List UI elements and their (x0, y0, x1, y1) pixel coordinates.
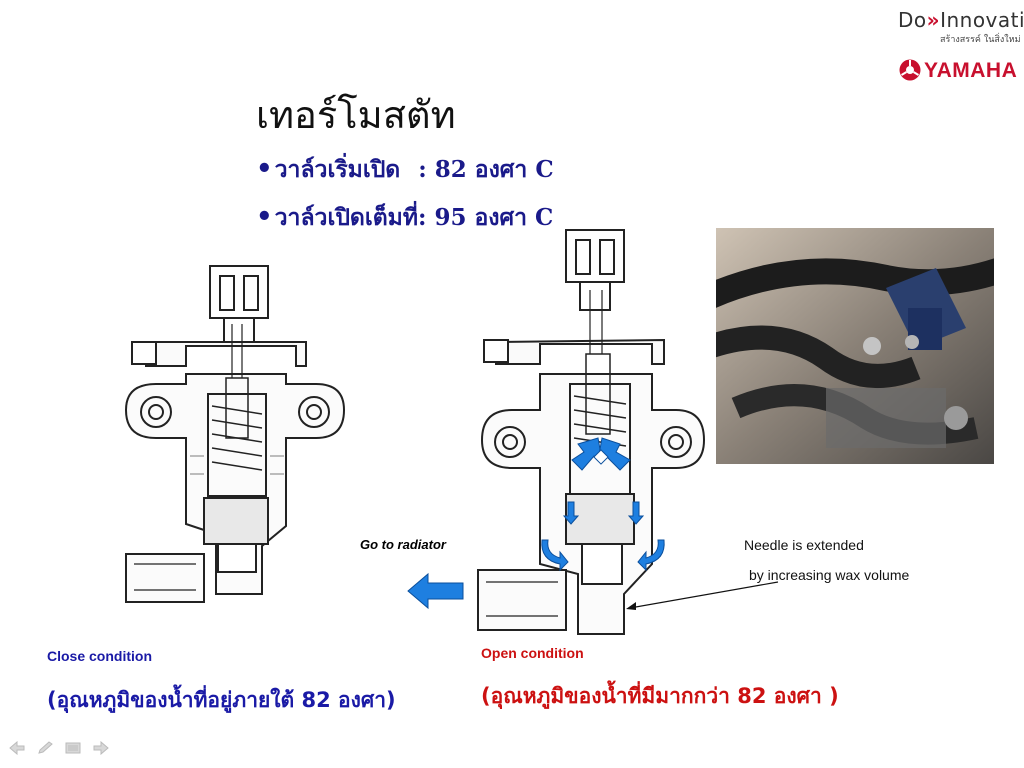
previous-slide-icon[interactable] (8, 741, 26, 755)
needle-note-line2: by increasing wax volume (749, 567, 910, 583)
bullet-valve-start-open: •วาล์วเริ่มเปิด : 82 องศา C (256, 152, 554, 188)
brand-do-word: Innovative (940, 8, 1024, 32)
bullet-valve-full-open: •วาล์วเปิดเต็มที่: 95 องศา C (256, 200, 553, 236)
bullet-label: วาล์วเปิดเต็มที่ (274, 204, 418, 231)
brand-chevrons: » (926, 8, 941, 32)
yamaha-tuning-fork-icon (899, 59, 921, 81)
needle-note-line1: Needle is extended (744, 537, 864, 553)
bullet-label: วาล์วเริ่มเปิด (274, 156, 401, 183)
slide-title: เทอร์โมสตัท (256, 93, 456, 137)
open-condition-description: (อุณหภูมิของน้ำที่มีมากกว่า 82 องศา ) (481, 684, 839, 708)
yamaha-logo: YAMAHA (898, 58, 1018, 82)
bullet-value: : 82 องศา C (418, 156, 554, 183)
open-condition-label: Open condition (481, 645, 584, 661)
yamaha-logo-text: YAMAHA (924, 59, 1018, 82)
brand-slogan: Do»Innovative (898, 8, 1024, 32)
thermostat-open-diagram (477, 229, 706, 635)
brand-do-prefix: Do (898, 8, 927, 32)
bullet-dot-icon: • (256, 202, 273, 232)
go-to-radiator-label: Go to radiator (360, 537, 446, 552)
close-condition-label: Close condition (47, 648, 152, 664)
brand-tagline: สร้างสรรค์ ในสิ่งใหม่ (940, 35, 1021, 45)
next-slide-icon[interactable] (92, 741, 110, 755)
bullet-value: : 95 องศา C (417, 204, 554, 231)
close-condition-description: (อุณหภูมิของน้ำที่อยู่ภายใต้ 82 องศา) (47, 688, 396, 712)
thermostat-closed-diagram (124, 265, 346, 603)
bullet-dot-icon: • (256, 154, 273, 184)
left-arrow-icon (407, 572, 464, 610)
pen-icon[interactable] (36, 741, 54, 755)
thermostat-engine-photo (716, 228, 994, 464)
slideshow-toolbar (8, 738, 128, 758)
menu-icon[interactable] (64, 741, 82, 755)
pointer-arrow-icon (626, 581, 779, 610)
